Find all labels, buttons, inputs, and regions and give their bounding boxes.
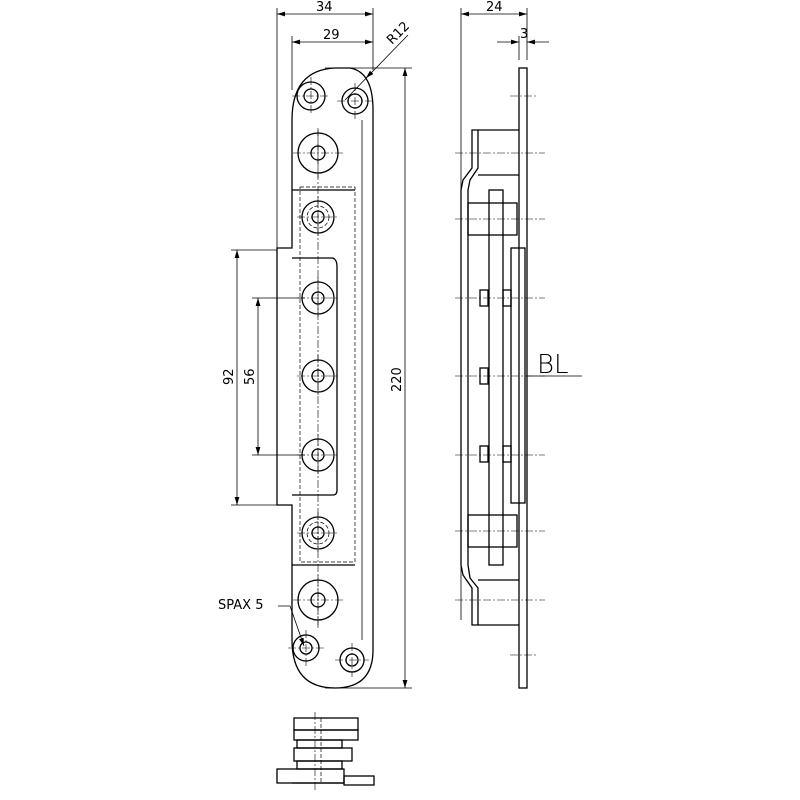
dimension-label: 92 [222,368,237,385]
screw-hole [293,128,343,178]
dimension-label: R12 [384,19,413,48]
reference-label: BL [537,350,569,380]
plate-outline [276,67,374,689]
side-view: 24 3 BL [455,0,582,689]
front-view: 34 29 R12 220 [218,0,413,689]
screw-hole [288,630,324,666]
dimension-56: 56 [243,297,305,456]
hidden-outline [299,186,356,563]
screw-label: SPAX 5 [218,598,263,613]
screw-hole [297,196,339,238]
dimension-3: 3 [497,27,549,60]
plate-step [292,257,338,496]
screw-hole [297,512,339,554]
dimension-label: 220 [390,367,405,392]
dimension-29: 29 [291,28,373,90]
screw-hole [335,643,369,677]
dimension-34: 34 [276,0,374,248]
screw-hole [292,77,330,115]
dimension-label: 3 [520,27,528,42]
dimension-label: 56 [243,368,258,385]
dimension-label: 24 [486,0,503,15]
dimension-92: 92 [222,249,277,506]
screw-holes [288,77,373,677]
dimension-label: 34 [316,0,333,15]
screw-hole [337,83,373,119]
screw-hole [297,355,339,397]
dimension-label: 29 [323,28,340,43]
bottom-view [276,712,375,790]
dimension-220: 220 [325,67,412,689]
screw-hole [293,575,343,625]
side-plate [518,67,528,689]
screw-callout: SPAX 5 [218,598,305,647]
reference-line: BL [527,350,582,380]
